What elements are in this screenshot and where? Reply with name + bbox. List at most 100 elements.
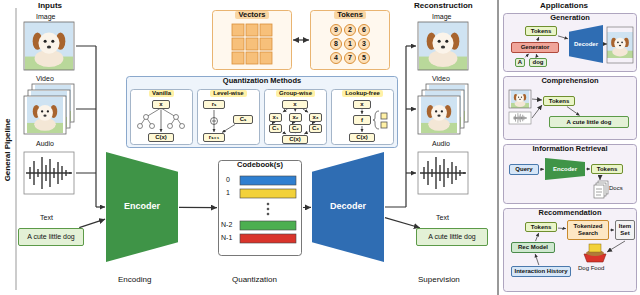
math-box: x [282,100,308,109]
node-label: f [361,117,363,124]
math-box: C₃ [309,124,322,133]
node-label: Encoder [124,202,160,212]
word-box: A [515,58,525,67]
node-label: Generator [521,44,550,51]
connector [295,109,296,111]
node-label: Interaction History [514,268,567,275]
math-box: rₛ₊₁ [203,133,225,142]
decoder-block: Decoder [312,152,384,262]
tokens-box: Tokens [591,164,623,174]
modality-label: Video [36,75,54,83]
app-panel: GenerationTokensGeneratorAdogDecoder [503,13,637,72]
panel-heading: Recommendation [536,209,605,217]
node-label: Encoder [553,166,577,173]
connector [293,39,309,40]
input-video [24,84,74,134]
connector [536,54,538,57]
row-index: N-2 [221,221,232,229]
panel-fill [504,77,637,140]
model-box: Rec Model [511,242,555,253]
pipeline-rule [16,8,17,290]
node-label: dog [533,59,544,66]
token-circle: 4 [330,52,342,64]
node-label: A cute little dog [567,119,612,126]
panel-fill [504,145,637,204]
connector [362,110,363,115]
connector [214,110,215,132]
math-box: Cₛ [233,115,253,124]
token-circle: 9 [330,24,342,36]
input-wires [76,46,105,207]
method-panel: Lookup-freexfC(x) [331,89,394,145]
node-label: x [360,101,363,108]
text-box: A cute little dog [549,116,629,128]
node-label: C₂ [292,125,299,132]
method-panel: VanillaxC(x) [130,89,193,145]
codebook-box: Codebook(s) [218,160,302,256]
panel-fill [213,11,292,70]
method-panel: Group-wisexx₁x₂x₃C₁C₂C₃C(x) [264,89,327,145]
token-circle: 1 [344,38,356,50]
node-label: x₂ [292,114,298,121]
column-header: Reconstruction [414,2,473,11]
node-label: rₛ [212,101,217,108]
connector [303,207,311,208]
token-circle: 7 [344,52,356,64]
word-box: dog [529,58,547,67]
node-label: Tokenized Search [569,223,607,236]
math-box: C₂ [289,124,302,133]
token-circle: 6 [358,24,370,36]
connector [525,54,529,58]
tokens-box: Tokens [525,222,557,232]
math-box: rₛ [203,100,225,109]
math-box: C₁ [269,124,282,133]
recon-audio [418,152,468,194]
encoder-block: Encoder [106,152,178,262]
recon-image [418,22,468,70]
app-panel: RecommendationTokens Tokenized Search Item… [503,208,637,292]
connector [79,219,105,228]
connector [303,109,308,112]
node-label: Query [515,166,532,173]
text-box: A cute little dog [18,228,84,246]
connector [161,110,162,133]
connector [222,125,235,133]
node-label: Item Set [617,223,633,236]
node-label: 1 [348,40,352,48]
node-label: C₁ [272,125,279,132]
section-title: General Pipeline [4,119,13,182]
recon-video [418,84,468,134]
panel-fill [504,209,637,292]
connector [535,254,539,265]
row-index: N-1 [221,234,232,242]
trapezoid [569,25,603,63]
generated-image [607,27,633,63]
panel-heading: Generation [547,14,593,22]
modality-label: Text [436,214,449,222]
connector [295,133,296,134]
math-box: x₃ [309,113,322,122]
connector [610,230,614,231]
node-label: 6 [362,26,366,34]
node-label: Tokens [597,166,618,173]
column-header: Inputs [38,2,62,11]
node-label: Cₛ [240,116,247,123]
panel-heading: Codebook(s) [234,161,286,169]
decoder-block: Decoder [569,25,603,63]
node-label: A [518,59,522,66]
node-label: Decoder [330,202,366,212]
panel-fill [198,90,260,145]
connector [385,218,420,228]
trapezoid [312,152,384,262]
node-label: C₃ [312,125,319,132]
node-label: C(x) [289,136,301,143]
modality-label: Image [432,13,451,21]
math-box: x [152,100,170,109]
query-box: Query [509,164,539,175]
binary-brace [373,111,387,129]
panel-heading: Information Retrieval [529,145,610,153]
arrow [607,241,625,252]
panel-heading: Vanilla [149,90,174,97]
panel-separator [498,0,499,295]
comprehension-inputs [509,90,531,124]
